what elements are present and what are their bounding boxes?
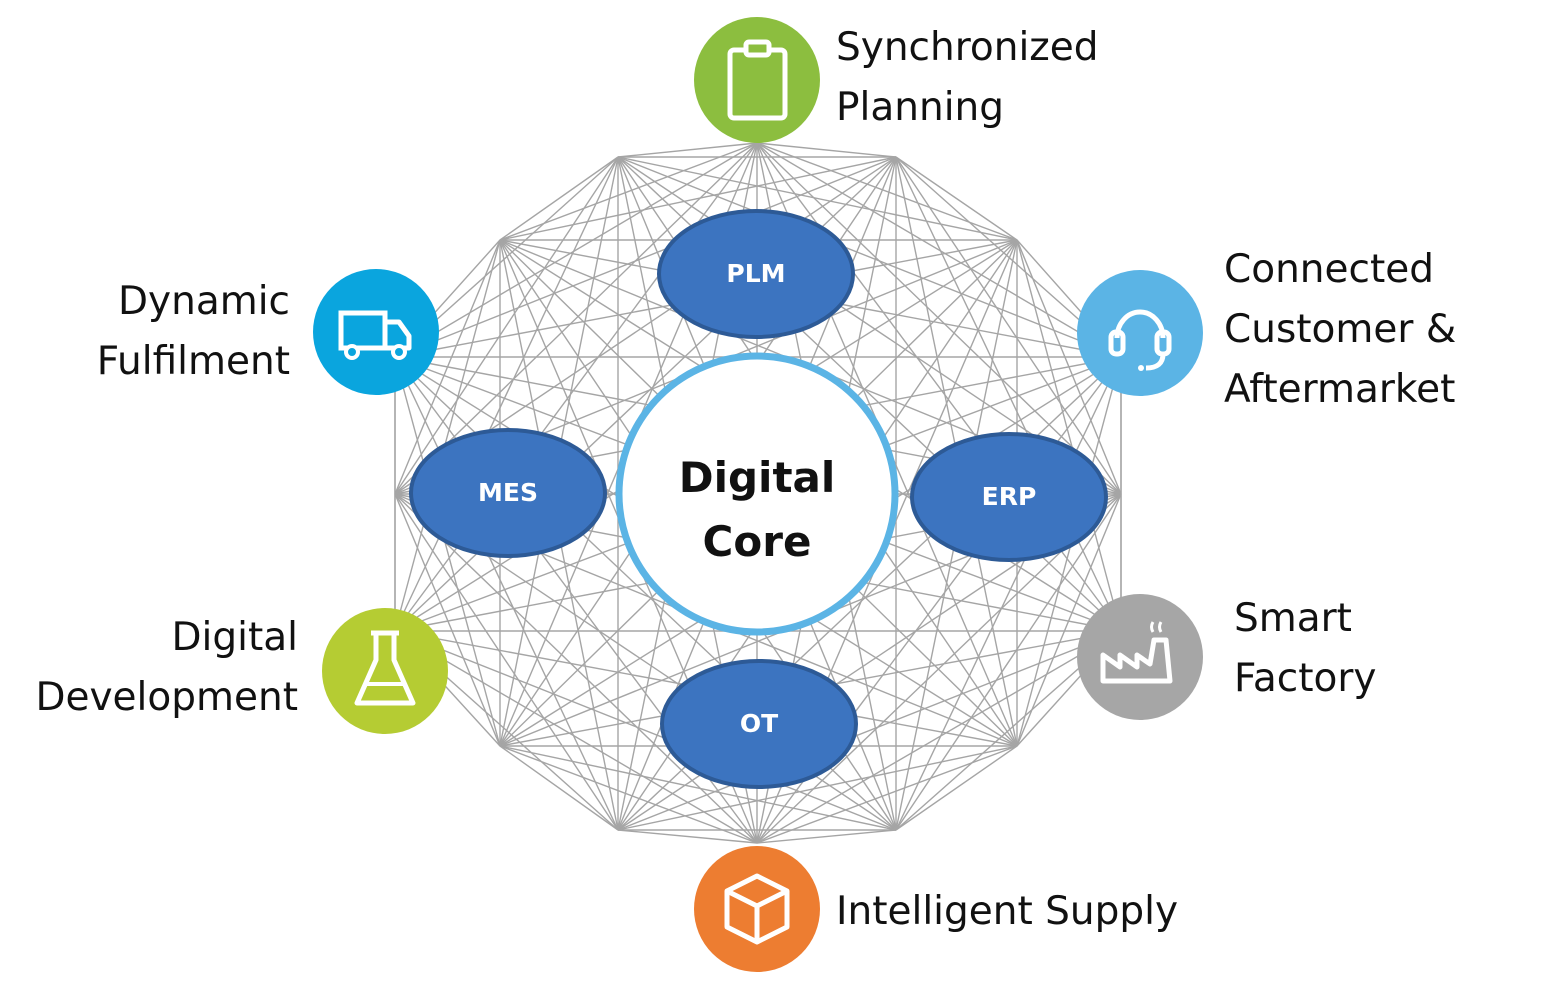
mesh-line (394, 156, 619, 495)
digital-development-line-2: Development (35, 675, 298, 720)
mesh-line (499, 745, 619, 831)
mesh-line (895, 156, 1122, 632)
digital-core-title: Digital Core (622, 446, 892, 574)
mesh-line (499, 745, 758, 844)
mesh-line (756, 142, 1122, 495)
mesh-line (1016, 239, 1122, 632)
dynamic-fulfilment-label: Dynamic Fulfilment (97, 272, 290, 392)
dynamic-fulfilment-line-1: Dynamic (118, 279, 290, 324)
dynamic-fulfilment-line-2: Fulfilment (96, 339, 290, 384)
mesh-line (1016, 493, 1122, 747)
mesh-line (499, 142, 758, 241)
mesh-line (394, 630, 758, 844)
smart-factory-label: Smart Factory (1234, 589, 1376, 709)
mesh-line (394, 239, 501, 495)
mes-label: MES (478, 478, 538, 507)
clipboard-icon (694, 17, 820, 143)
mesh-line (617, 156, 1122, 358)
flask-icon (322, 608, 448, 734)
mesh-line (394, 493, 501, 747)
erp-label: ERP (981, 482, 1037, 511)
mes-ellipse (409, 428, 607, 558)
digital-development-label: Digital Development (35, 608, 298, 728)
mesh-line (394, 142, 758, 358)
mesh-line (394, 156, 897, 358)
mesh-line (895, 156, 1122, 495)
mesh-line (394, 142, 758, 495)
core-title-line-2: Core (702, 517, 812, 566)
connected-customer-line-2: Customer & (1224, 307, 1457, 352)
mesh-line (756, 630, 1122, 844)
intelligent-supply-line-1: Intelligent Supply (836, 889, 1179, 934)
connected-customer-label: Connected Customer & Aftermarket (1224, 240, 1456, 420)
headset-icon (1077, 270, 1203, 396)
mesh-line (895, 493, 1122, 831)
mesh-line (895, 745, 1018, 831)
smart-factory-line-1: Smart (1234, 596, 1352, 641)
synchronized-planning-label: Synchronized Planning (836, 18, 1099, 138)
erp-ellipse (910, 432, 1108, 562)
mesh-line (394, 493, 758, 844)
mesh-line (394, 156, 619, 632)
core-title-line-1: Digital (678, 453, 836, 502)
ot-ellipse (660, 659, 858, 789)
synchronized-planning-line-1: Synchronized (836, 25, 1099, 70)
truck-icon (313, 269, 439, 395)
ot-label: OT (739, 709, 779, 738)
intelligent-supply-label: Intelligent Supply (836, 882, 1178, 942)
mesh-line (499, 156, 619, 241)
digital-development-line-1: Digital (171, 615, 298, 660)
plm-label: PLM (726, 259, 786, 288)
box-icon (694, 846, 820, 972)
mesh-line (499, 745, 897, 831)
synchronized-planning-line-2: Planning (836, 85, 1004, 130)
mesh-line (617, 142, 758, 158)
mesh-line (617, 630, 1122, 831)
mesh-line (756, 142, 1122, 358)
mesh-line (394, 356, 619, 831)
mesh-line (895, 156, 1018, 241)
mesh-line (756, 142, 897, 158)
digital-core-ring (615, 352, 899, 636)
connected-customer-line-3: Aftermarket (1224, 367, 1456, 412)
mesh-line (617, 829, 758, 844)
mesh-line (394, 356, 501, 747)
plm-ellipse (657, 209, 855, 339)
connected-customer-line-1: Connected (1224, 247, 1435, 292)
mesh-line (394, 493, 619, 831)
mesh-line (756, 829, 897, 844)
mesh-line (756, 745, 1018, 844)
factory-icon (1077, 594, 1203, 720)
mesh-line (756, 142, 1018, 241)
mesh-line (895, 356, 1122, 831)
smart-factory-line-2: Factory (1234, 656, 1377, 701)
